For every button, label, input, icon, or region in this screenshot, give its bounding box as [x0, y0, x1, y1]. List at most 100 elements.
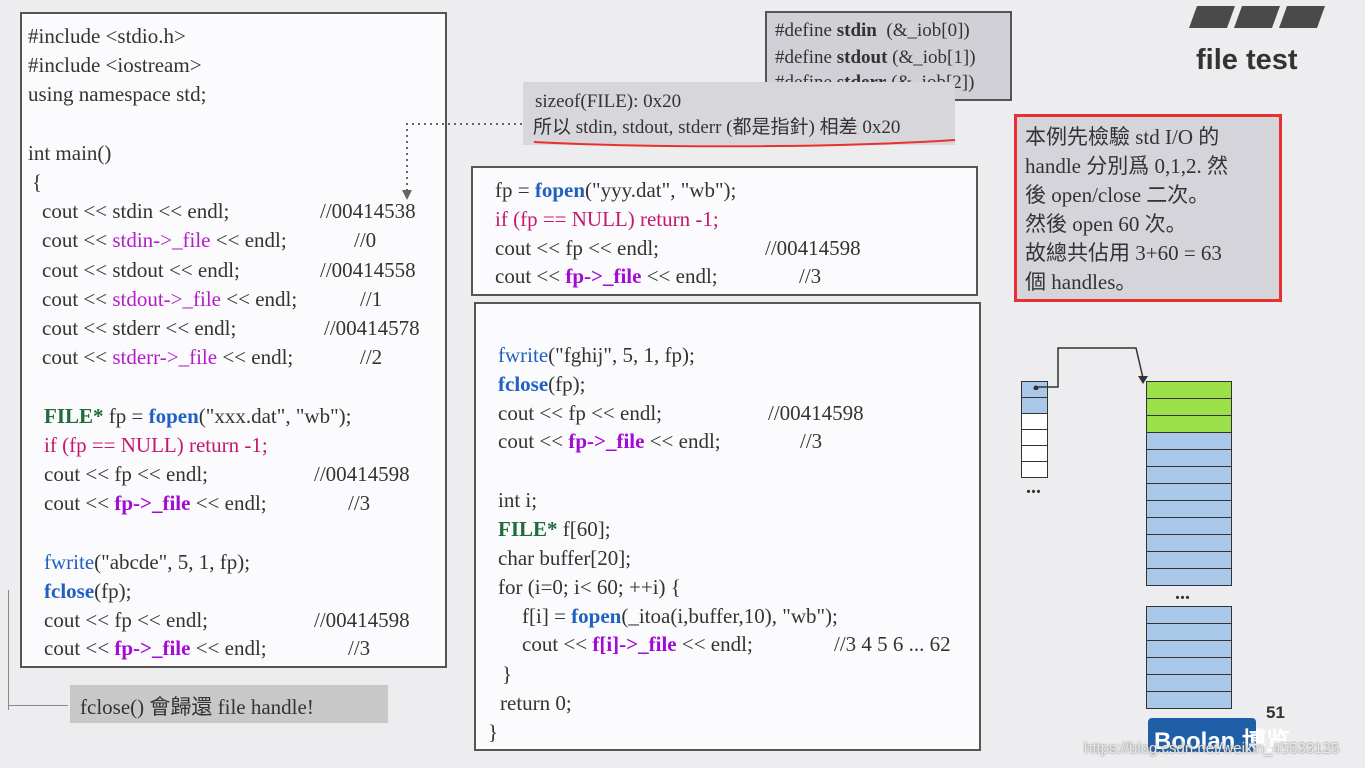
code-comment: //00414538	[320, 199, 416, 223]
table-cell	[1146, 606, 1232, 624]
code-line: cout << f[i]->_file << endl;	[522, 632, 753, 656]
code-line: FILE* fp = fopen("xxx.dat", "wb");	[44, 404, 352, 428]
note-connector	[8, 590, 10, 710]
left-code-box: #include <stdio.h> #include <iostream> u…	[20, 12, 447, 668]
code-comment: //00414558	[320, 258, 416, 282]
code-line: cout << stdout->_file << endl;	[42, 287, 298, 311]
code-comment: //1	[360, 287, 383, 311]
code-line: cout << stderr->_file << endl;	[42, 345, 294, 369]
define-line: #define stdout (&_iob[1])	[775, 47, 976, 68]
explain-line: 故總共佔用 3+60 = 63	[1025, 241, 1222, 265]
page-title: file test	[1196, 44, 1298, 76]
array-cell	[1021, 445, 1048, 462]
array-cell	[1021, 461, 1048, 478]
table-cell-green	[1146, 398, 1232, 416]
note-connector	[8, 705, 68, 707]
code-line: fclose(fp);	[44, 579, 132, 603]
fclose-note-text: fclose() 會歸還 file handle!	[80, 695, 314, 719]
code-line: cout << fp->_file << endl;	[495, 264, 718, 288]
mid-code-box-1: fp = fopen("yyy.dat", "wb"); if (fp == N…	[471, 166, 978, 296]
code-line: }	[502, 662, 513, 686]
code-comment: //00414598	[768, 401, 864, 425]
code-line: cout << fp << endl;	[495, 236, 660, 260]
explain-line: 個 handles。	[1025, 270, 1137, 294]
code-line: cout << fp->_file << endl;	[44, 636, 267, 660]
code-line: fp = fopen("yyy.dat", "wb");	[495, 178, 737, 202]
code-line: int i;	[498, 488, 538, 512]
table-cell-green	[1146, 381, 1232, 399]
explain-line: 然後 open 60 次。	[1025, 212, 1187, 236]
title-decoration	[1188, 4, 1328, 30]
dotted-arrow	[402, 123, 522, 200]
table-cell	[1146, 640, 1232, 658]
table-cell	[1146, 500, 1232, 518]
code-comment: //3	[348, 491, 371, 515]
explain-line: 後 open/close 二次。	[1025, 183, 1210, 207]
code-line: fclose(fp);	[498, 372, 586, 396]
code-line: if (fp == NULL) return -1;	[495, 207, 719, 231]
sizeof-line: sizeof(FILE): 0x20	[535, 91, 682, 112]
code-comment: //3	[799, 264, 822, 288]
code-comment: //3 4 5 6 ... 62	[834, 632, 951, 656]
fclose-note: fclose() 會歸還 file handle!	[70, 685, 388, 723]
code-line: if (fp == NULL) return -1;	[44, 433, 268, 457]
explain-line: handle 分別爲 0,1,2. 然	[1025, 154, 1228, 178]
code-line: cout << fp << endl;	[498, 401, 663, 425]
code-line: char buffer[20];	[498, 546, 632, 570]
code-line: {	[32, 170, 43, 194]
code-line: cout << fp->_file << endl;	[44, 491, 267, 515]
table-cell	[1146, 623, 1232, 641]
watermark: https://blog.csdn.net/weixin_45533125	[1084, 740, 1340, 757]
file-table-top	[1146, 381, 1232, 588]
code-line: cout << stdout << endl;	[42, 258, 240, 282]
code-line: cout << stderr << endl;	[42, 316, 237, 340]
define-line: #define stdin (&_iob[0])	[775, 20, 970, 41]
table-ellipsis: ...	[1175, 582, 1190, 604]
code-line: f[i] = fopen(_itoa(i,buffer,10), "wb");	[522, 604, 838, 628]
table-cell	[1146, 568, 1232, 586]
code-comment: //0	[354, 228, 377, 252]
code-line: fwrite("abcde", 5, 1, fp);	[44, 550, 251, 574]
array-cell	[1021, 413, 1048, 430]
code-line: for (i=0; i< 60; ++i) {	[498, 575, 681, 599]
pointer-arrow	[1033, 347, 1148, 390]
code-line: #include <stdio.h>	[28, 24, 186, 48]
code-comment: //00414598	[314, 608, 410, 632]
code-line: using namespace std;	[28, 82, 207, 106]
code-line: cout << fp->_file << endl;	[498, 429, 721, 453]
table-cell	[1146, 674, 1232, 692]
code-line: cout << fp << endl;	[44, 462, 209, 486]
code-comment: //00414598	[314, 462, 410, 486]
code-line: return 0;	[500, 691, 572, 715]
table-cell	[1146, 432, 1232, 450]
red-underline	[533, 139, 956, 148]
sizeof-line: 所以 stdin, stdout, stderr (都是指針) 相差 0x20	[533, 117, 901, 138]
table-cell	[1146, 551, 1232, 569]
table-cell	[1146, 534, 1232, 552]
logo-text: Boolan 博览	[1154, 728, 1290, 755]
table-cell	[1146, 449, 1232, 467]
code-line: FILE* f[60];	[498, 517, 611, 541]
code-comment: //3	[348, 636, 371, 660]
file-table-bottom	[1146, 606, 1232, 721]
explanation-box: 本例先檢驗 std I/O 的 handle 分別爲 0,1,2. 然 後 op…	[1014, 114, 1282, 302]
table-cell	[1146, 466, 1232, 484]
pointer-array	[1021, 381, 1048, 483]
code-line: fwrite("fghij", 5, 1, fp);	[498, 343, 695, 367]
mid-code-box-2: fwrite("fghij", 5, 1, fp); fclose(fp); c…	[474, 302, 981, 751]
code-line: cout << fp << endl;	[44, 608, 209, 632]
array-cell	[1021, 429, 1048, 446]
table-cell	[1146, 657, 1232, 675]
code-line: cout << stdin << endl;	[42, 199, 230, 223]
sizeof-note: sizeof(FILE): 0x20 所以 stdin, stdout, std…	[523, 82, 955, 145]
page-number: 51	[1266, 703, 1285, 722]
table-cell	[1146, 691, 1232, 709]
code-line: int main()	[28, 141, 112, 165]
array-cell	[1021, 397, 1048, 414]
explain-line: 本例先檢驗 std I/O 的	[1025, 125, 1220, 149]
code-line: }	[488, 720, 499, 744]
code-comment: //3	[800, 429, 823, 453]
boolan-logo: Boolan 博览	[1148, 718, 1290, 755]
code-comment: //00414578	[324, 316, 420, 340]
table-cell	[1146, 517, 1232, 535]
